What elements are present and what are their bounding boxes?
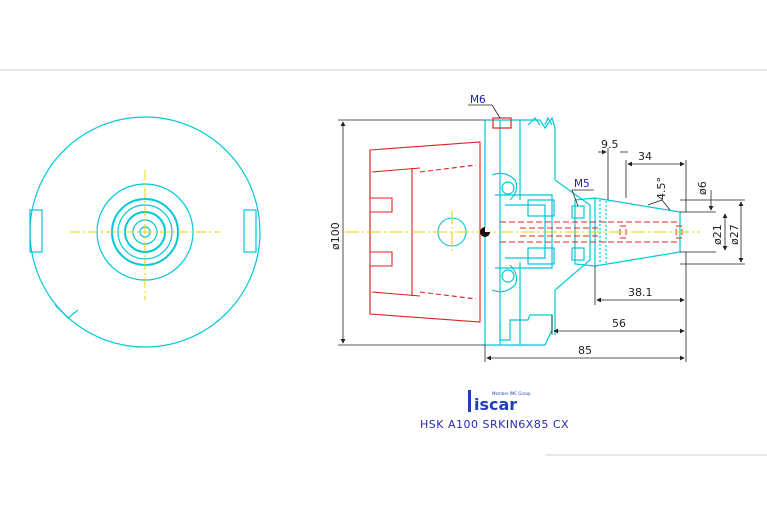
dim-clamping-length: 38.1 xyxy=(628,286,653,299)
dim-bore-diameter: ø6 xyxy=(696,181,709,195)
bore-hidden-lines xyxy=(500,221,683,243)
dim-nose-diameter-small: ø21 xyxy=(711,224,724,245)
dim-taper-angle: 4.5° xyxy=(655,177,668,200)
end-view-centerlines xyxy=(70,170,220,300)
dim-cone-length: 34 xyxy=(638,150,652,163)
thread-label-m6: M6 xyxy=(470,94,486,106)
drive-slot-right xyxy=(243,209,257,253)
dimension-lines xyxy=(338,104,745,362)
drive-slot-left xyxy=(29,209,43,253)
sheet-frame xyxy=(0,69,767,456)
logo-brand: iscar xyxy=(474,395,517,414)
dim-offset: 9.5 xyxy=(601,138,619,151)
dim-overall-length: 85 xyxy=(578,344,592,357)
gauge-point xyxy=(480,227,490,237)
iscar-logo: iscar Member IMC Group xyxy=(468,390,531,414)
drawing-title: HSK A100 SRKIN6X85 CX xyxy=(420,418,569,431)
dim-projection: 56 xyxy=(612,317,626,330)
logo-tagline: Member IMC Group xyxy=(492,391,531,396)
section-centerline xyxy=(345,210,700,254)
dim-body-diameter: ø100 xyxy=(329,222,342,250)
thread-label-m5: M5 xyxy=(574,178,590,190)
dim-nose-diameter-large: ø27 xyxy=(728,224,741,245)
